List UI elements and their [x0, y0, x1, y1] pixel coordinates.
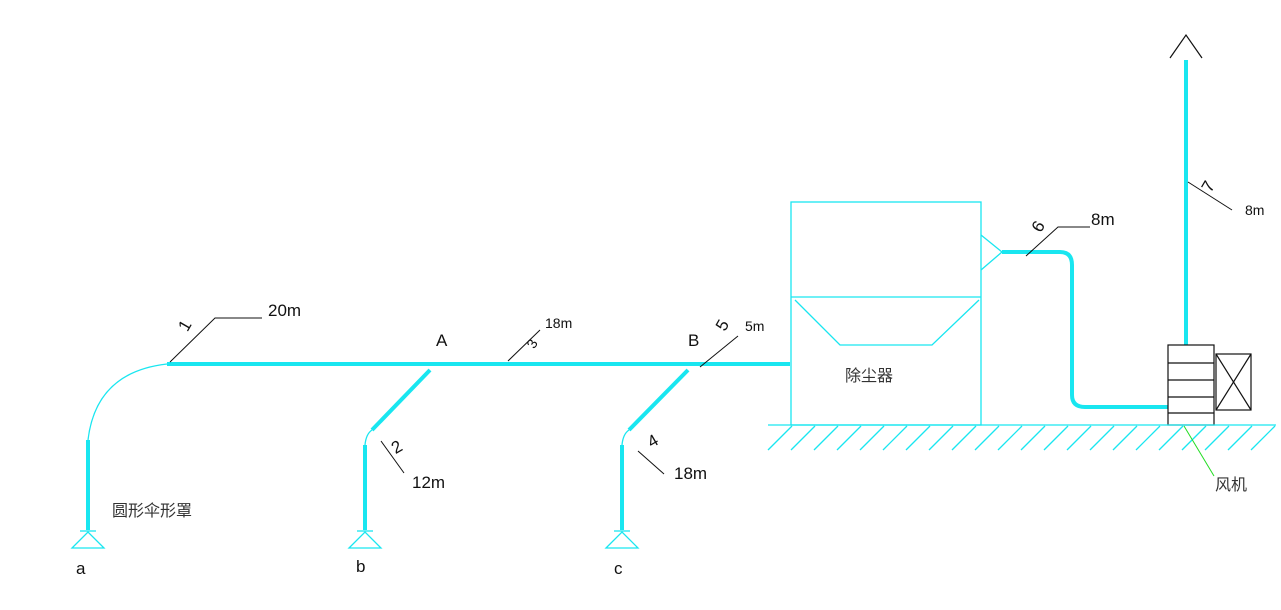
dust-collector: [790, 201, 1004, 426]
segment-5-length: 5m: [745, 318, 764, 334]
node-B-label: B: [688, 331, 699, 350]
hatch-mark: [790, 425, 816, 451]
segment-1-id: 1: [174, 317, 195, 335]
hatch-mark: [1204, 425, 1230, 451]
branch-a: [70, 363, 168, 549]
branch-b: [347, 368, 432, 549]
hatch-mark: [836, 425, 862, 451]
hatch-mark: [997, 425, 1023, 451]
hood-a-icon: [70, 531, 106, 549]
segment-5-id: 5: [712, 316, 733, 334]
hatch-mark: [951, 425, 977, 451]
hatch-mark: [859, 425, 885, 451]
hatch-mark: [1020, 425, 1046, 451]
segment-7-id: 7: [1198, 178, 1219, 196]
node-A-label: A: [436, 331, 448, 350]
hatch-mark: [1135, 425, 1161, 451]
hatch-mark: [1227, 425, 1253, 451]
hatch-mark: [1181, 425, 1207, 451]
hatch-mark: [928, 425, 954, 451]
hood-c-icon: [604, 531, 640, 549]
duct-6: [1002, 250, 1168, 409]
segment-7-length: 8m: [1245, 202, 1264, 218]
node-b-label: b: [356, 557, 365, 576]
hatch-mark: [767, 425, 793, 451]
hatch-mark: [813, 425, 839, 451]
fan-label: 风机: [1215, 475, 1247, 494]
hatch-mark: [1250, 425, 1276, 451]
hatch-mark: [1043, 425, 1069, 451]
fan-leader-line: [1183, 425, 1215, 477]
segment-4-length: 18m: [674, 464, 707, 483]
hood-label: 圆形伞形罩: [112, 501, 192, 520]
hatch-mark: [882, 425, 908, 451]
segment-2-length: 12m: [412, 473, 445, 492]
segment-3-length: 18m: [545, 315, 572, 331]
segment-6-id: 6: [1028, 218, 1049, 236]
node-a-label: a: [76, 559, 86, 578]
hatch-mark: [1112, 425, 1138, 451]
segment-4-id: 4: [644, 430, 662, 451]
segment-1-length: 20m: [268, 301, 301, 320]
hatch-mark: [1066, 425, 1092, 451]
hatch-mark: [1089, 425, 1115, 451]
ground-hatch: [767, 424, 1276, 451]
collector-label: 除尘器: [845, 366, 893, 385]
hatch-mark: [905, 425, 931, 451]
hood-b-icon: [347, 531, 383, 549]
node-c-label: c: [614, 559, 623, 578]
exhaust-arrow-icon: [1169, 33, 1203, 59]
hatch-mark: [974, 425, 1000, 451]
branch-c: [604, 368, 690, 549]
leader-lines: [169, 181, 1233, 475]
fan-icon: [1167, 344, 1252, 426]
hatch-mark: [1158, 425, 1184, 451]
segment-6-length: 8m: [1091, 210, 1115, 229]
